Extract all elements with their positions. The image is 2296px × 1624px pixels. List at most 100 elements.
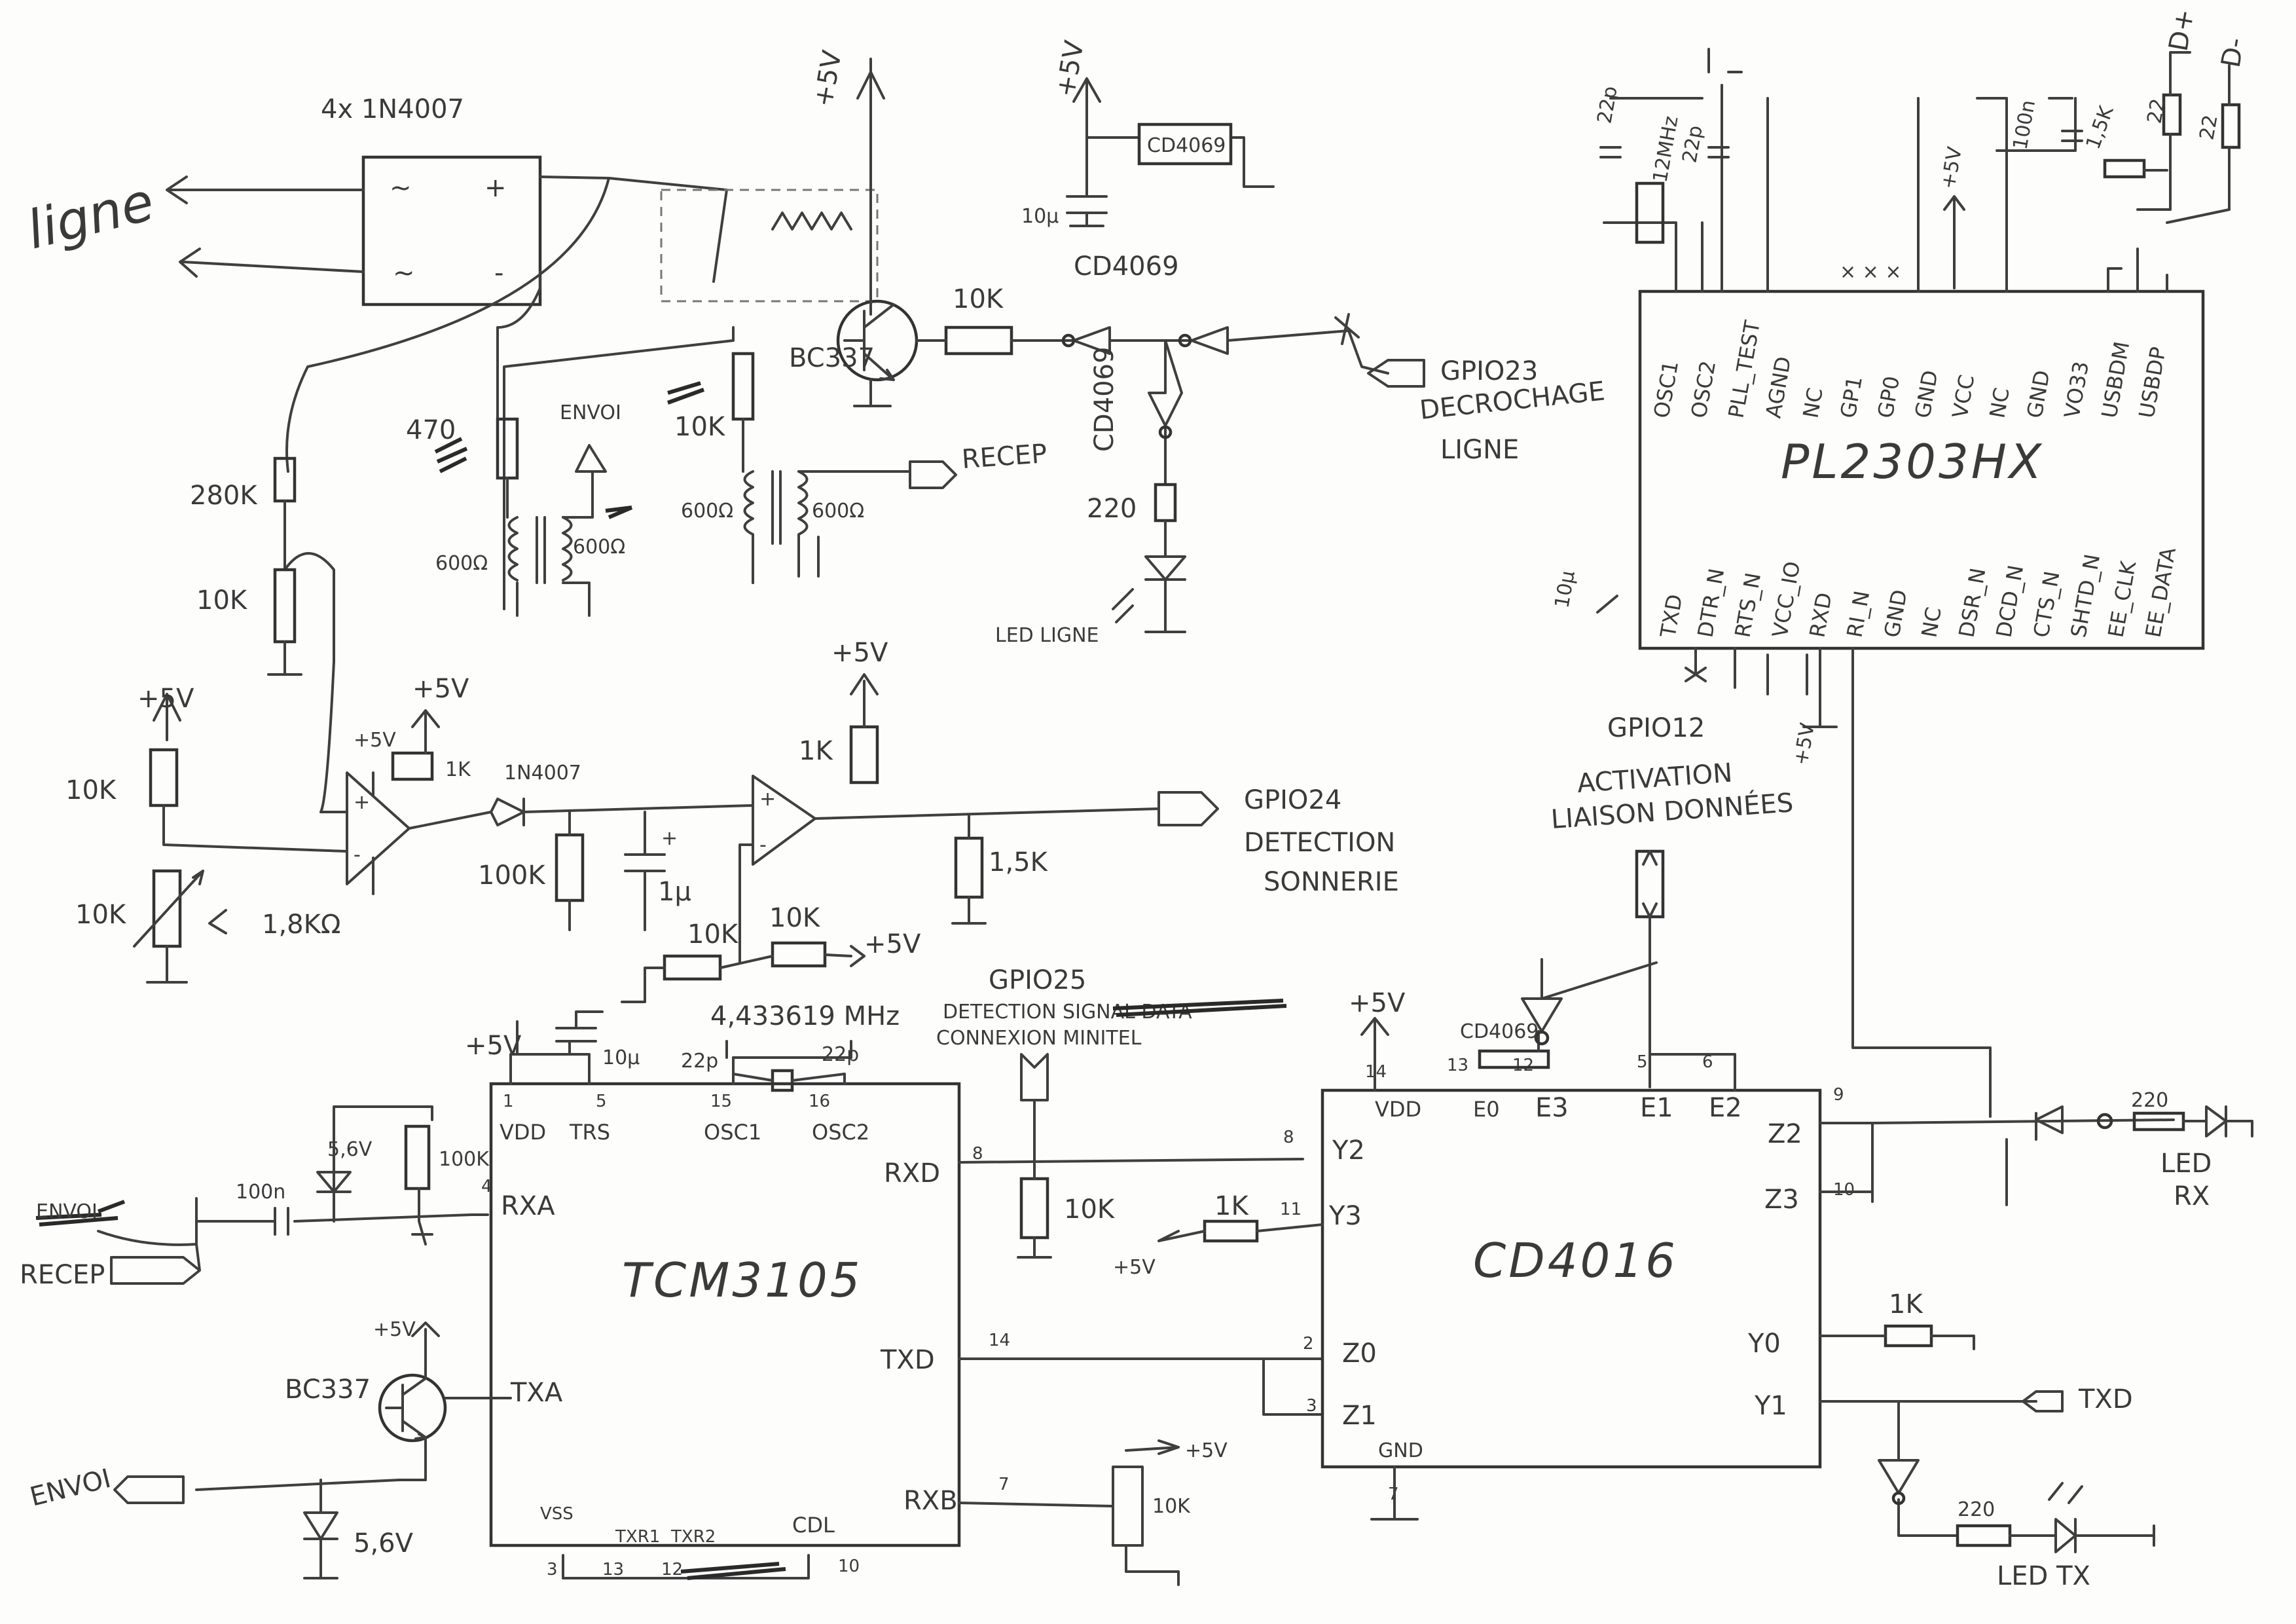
cap-10u-tcm-label: 10µ bbox=[602, 1046, 640, 1069]
pl2303-bottom-pin: NC bbox=[1916, 605, 1946, 639]
cd4016-gnd-wire bbox=[1370, 1466, 1419, 1521]
resistor-10k-ring bbox=[273, 568, 297, 644]
pl2303-top-pin: GP0 bbox=[1872, 374, 1904, 420]
crystal-caps-wires bbox=[725, 1040, 852, 1082]
zener-rxa bbox=[316, 1164, 352, 1223]
bridge-plus: + bbox=[484, 173, 507, 203]
relay-contact-wire bbox=[503, 326, 735, 610]
inverter-rx bbox=[2035, 1105, 2064, 1134]
pl-nc-marks: × × × bbox=[1840, 261, 1901, 284]
resistor-220-tx-label: 220 bbox=[1958, 1498, 1995, 1521]
comparator-2-minus: - bbox=[759, 834, 767, 857]
resistor-220-ligne-label: 220 bbox=[1087, 494, 1137, 524]
pl2303-top-pin: GND bbox=[2022, 369, 2054, 420]
pl2303-top-pin: USBDM bbox=[2096, 340, 2134, 420]
tcm3105-bottom-wires bbox=[562, 1554, 810, 1579]
cap-1u-plus: + bbox=[661, 827, 678, 850]
xfmr-b-left-label: 600Ω bbox=[681, 500, 733, 523]
led-tx-label: LED TX bbox=[1997, 1561, 2090, 1591]
envoi-bottom-connector bbox=[113, 1475, 185, 1504]
tcm3105-pin-vdd: VDD bbox=[500, 1120, 546, 1145]
resistor-1k-out-supply-label: +5V bbox=[831, 638, 888, 668]
pl2303-bottom-pin: RTS_N bbox=[1730, 571, 1766, 640]
cd4016-e0-e3-link bbox=[1478, 1049, 1550, 1069]
cd4069-power-wires bbox=[1085, 136, 1275, 188]
txa-supply-label: +5V bbox=[373, 1318, 416, 1341]
pl2303-bottom-pin: DCD_N bbox=[1991, 563, 2028, 639]
pl2303-bottom-pin: DSR_N bbox=[1954, 566, 1990, 639]
cd4016-name: CD4016 bbox=[1473, 1233, 1678, 1288]
pl2303-bottom-pin: RI_N bbox=[1842, 589, 1874, 639]
bridge-rectifier: 4x 1N4007 ~ ~ + - bbox=[321, 94, 542, 306]
tcm-supply-label: +5V bbox=[465, 1031, 522, 1061]
resistor-1k-y0-label: 1K bbox=[1889, 1289, 1923, 1320]
cap-10u-pl-arrow bbox=[1596, 595, 1618, 614]
usb-wires bbox=[2136, 51, 2231, 224]
comparator-1-wires bbox=[319, 771, 374, 895]
sonnerie-label: SONNERIE bbox=[1264, 867, 1399, 897]
cd4016-supply-label: +5V bbox=[1349, 988, 1406, 1018]
crystal-12mhz bbox=[1635, 181, 1665, 244]
pl2303-top-wires bbox=[1603, 84, 2168, 293]
tcm3105-num-vss: 3 bbox=[547, 1560, 558, 1579]
pl2303-bottom-pin: DTR_N bbox=[1692, 566, 1729, 639]
inverter-top-b-bubble bbox=[1178, 333, 1192, 348]
resistor-10k-ref-b bbox=[771, 941, 827, 968]
resistor-10k-gpio25 bbox=[1019, 1177, 1049, 1240]
decrochage-ligne-label: LIGNE bbox=[1440, 435, 1519, 465]
ref-divider-wires bbox=[621, 945, 866, 1003]
xfmr-b-secondary bbox=[797, 470, 809, 578]
cd4016-num-e3: 12 bbox=[1512, 1056, 1534, 1075]
envoi-top-label: ENVOI bbox=[560, 401, 621, 424]
cd4069-box bbox=[1137, 122, 1233, 166]
resistor-1-5k bbox=[954, 836, 984, 899]
y1-wires bbox=[1819, 1400, 2037, 1537]
cd4016-num-e0: 13 bbox=[1447, 1056, 1468, 1075]
pl2303-top-pin: VO33 bbox=[2059, 360, 2094, 420]
cd4016-pin-z0: Z0 bbox=[1342, 1338, 1377, 1369]
resistor-1k-y0 bbox=[1884, 1324, 1933, 1348]
recep-top-connector bbox=[797, 460, 957, 489]
comparator-2-plus: + bbox=[759, 788, 776, 811]
bridge-ac-bottom: ~ bbox=[393, 258, 415, 288]
scribble-470 bbox=[434, 437, 468, 473]
resistor-10k-xfmr-label: 10K bbox=[674, 412, 726, 442]
diode-1n4007-label: 1N4007 bbox=[504, 762, 581, 784]
resistor-10k-base bbox=[944, 325, 1013, 356]
led-rx-label: LED bbox=[2160, 1149, 2212, 1179]
resistor-280k bbox=[273, 456, 297, 503]
cd4016-pin-y0: Y0 bbox=[1747, 1329, 1781, 1359]
resistor-470-label: 470 bbox=[406, 415, 456, 445]
pl2303-top-pin: GP1 bbox=[1835, 374, 1867, 420]
line-wire-b bbox=[179, 248, 365, 278]
txd-out-connector bbox=[2022, 1390, 2064, 1412]
resistor-1-5k-usb-label: 1,5K bbox=[2082, 102, 2119, 153]
detection-label: DETECTION bbox=[1244, 828, 1395, 858]
pl-decoupling bbox=[1995, 97, 2083, 152]
tcm3105-num-txr2: 12 bbox=[661, 1560, 683, 1579]
bridge-ac-top: ~ bbox=[390, 173, 412, 203]
tcm3105-pin-txa: TXA bbox=[510, 1378, 563, 1408]
xtal-12-label: 12MHz bbox=[1649, 114, 1683, 184]
recep-left-label: RECEP bbox=[20, 1260, 105, 1290]
cd4016-pin-gnd: GND bbox=[1378, 1439, 1423, 1462]
pl-vccio-supply-label: +5V bbox=[1789, 721, 1819, 767]
tcm3105-num-rxd: 8 bbox=[972, 1144, 983, 1164]
relay-supply-label: +5V bbox=[809, 48, 848, 109]
cd4016-num-z2: 9 bbox=[1833, 1085, 1844, 1105]
xfmr-b-right-label: 600Ω bbox=[812, 500, 864, 523]
tcm3105-num-txr1: 13 bbox=[602, 1560, 624, 1579]
xfmr-b-leads bbox=[752, 536, 820, 584]
trimmer-10k-label: 10K bbox=[75, 900, 127, 930]
resistor-22b-label: 22 bbox=[2195, 113, 2222, 142]
rxb-supply-label: +5V bbox=[1185, 1439, 1228, 1462]
cd4016-pin-y3: Y3 bbox=[1328, 1201, 1362, 1231]
cd4016-pin-y1: Y1 bbox=[1754, 1391, 1787, 1421]
cd4016-supply bbox=[1360, 1017, 1389, 1092]
tcm3105-num-vdd: 1 bbox=[503, 1092, 514, 1111]
comparator-2-ref bbox=[738, 843, 754, 964]
cap-22p-osc2-label: 22p bbox=[822, 1043, 859, 1066]
cap-1u-label: 1µ bbox=[658, 877, 691, 907]
cd4016-pin-vdd: VDD bbox=[1375, 1097, 1421, 1122]
